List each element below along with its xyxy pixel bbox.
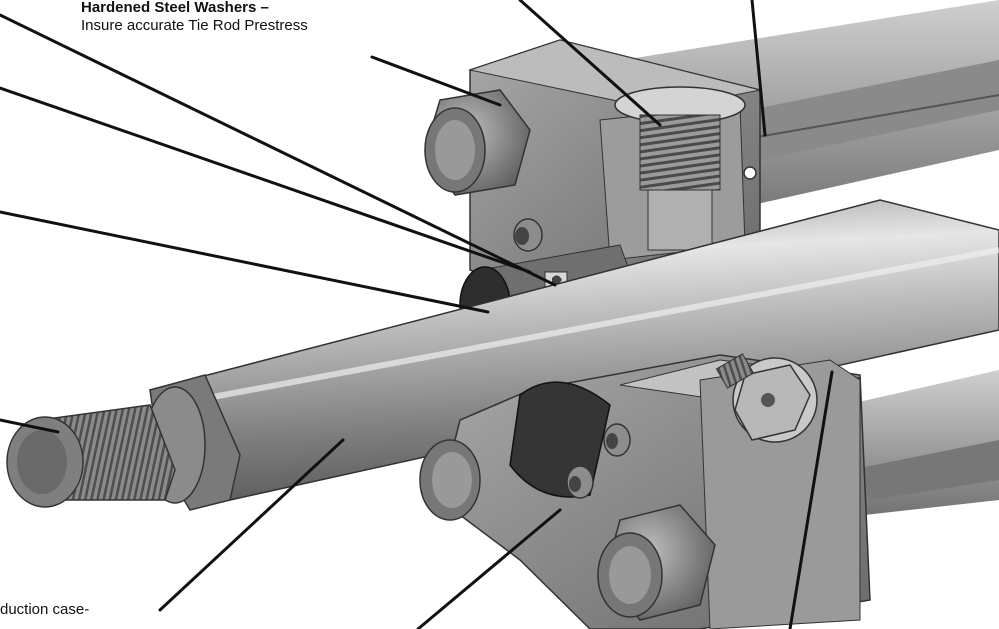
washers-callout: Hardened Steel Washers – Insure accurate… <box>81 0 308 35</box>
washers-callout-desc: Insure accurate Tie Rod Prestress <box>81 17 308 34</box>
leader-cushion <box>788 370 834 629</box>
leader-thread <box>0 418 60 434</box>
leader-wiper <box>0 210 490 314</box>
leader-head <box>416 508 562 629</box>
lower-right-tie-rod-nut-icon <box>597 504 716 621</box>
washers-callout-title: Hardened Steel Washers – <box>81 0 269 16</box>
retainer-bolt-lower-2-icon <box>566 465 594 499</box>
leader-tube <box>750 0 767 137</box>
leader-lines <box>0 0 834 629</box>
rod-callout-fragment: duction case- <box>0 601 90 618</box>
retainer-bolt-upper-icon <box>513 218 543 252</box>
leader-seal-1 <box>0 13 557 287</box>
cushion-adjust-valve-icon <box>715 353 818 443</box>
leader-seal-2 <box>0 86 532 274</box>
port-bore <box>647 189 713 251</box>
retainer-bolt-lower-1-icon <box>603 423 631 457</box>
upper-tie-rod-nut-icon <box>424 89 531 196</box>
rod-end-thread <box>6 404 176 508</box>
port-threads <box>639 114 721 191</box>
leader-washers <box>370 55 502 107</box>
leader-rod <box>158 438 345 612</box>
leader-port <box>518 0 662 127</box>
upper-head-block <box>468 39 761 291</box>
lower-left-tie-rod-nut-icon <box>419 439 481 521</box>
